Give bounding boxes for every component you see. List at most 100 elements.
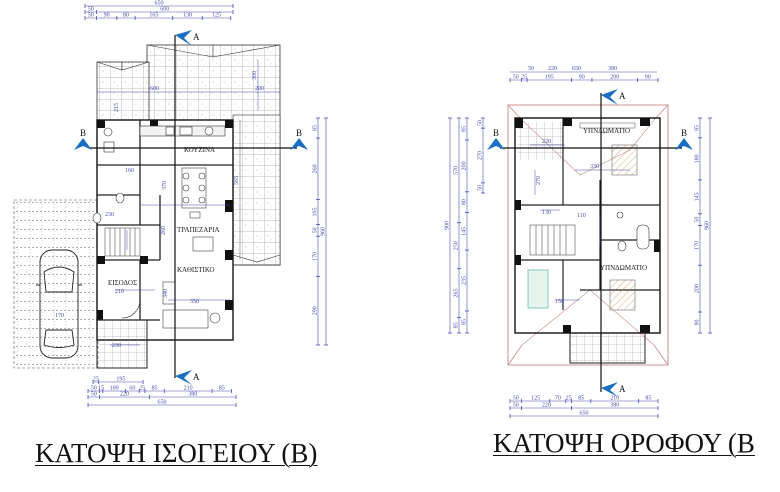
dimension-text: 380 [188, 392, 197, 398]
inner-dim: 160 [125, 168, 134, 174]
dimension-text: 50 [695, 217, 701, 223]
dimension-text: 200 [610, 75, 619, 81]
dimension-text: 85 [645, 396, 651, 402]
inner-dim: 350 [190, 299, 199, 305]
section-marker-a-top: A [601, 89, 626, 105]
inner-dim: 370 [162, 181, 168, 190]
inner-dim: 230 [112, 343, 121, 349]
dimension-text: 210 [610, 396, 619, 402]
dimension-text: 60 [129, 386, 135, 392]
dimension-text: 650 [580, 411, 589, 417]
dim-text: 380 [608, 66, 617, 72]
dimension-text: 90 [579, 75, 585, 81]
inner-dim: 270 [536, 176, 542, 185]
svg-text:A: A [193, 372, 200, 382]
dimension-text: 195 [545, 75, 554, 81]
dimension-text: 25 [566, 396, 572, 402]
dimension-text: 195 [116, 377, 125, 383]
dimension-text: 50 [513, 396, 519, 402]
dimension-text: 165 [149, 13, 158, 19]
room-label-bedroom-1: ΥΠΝΔΩΜΑΤΙΟ [583, 127, 630, 135]
inner-dim: 600 [150, 86, 159, 92]
inner-dim: 300 [252, 71, 258, 80]
entrance-porch [96, 319, 148, 369]
dimension-text: 85 [152, 386, 158, 392]
svg-text:A: A [619, 384, 626, 394]
dimension-text: 650 [155, 1, 164, 7]
room-label-bedroom-2: ΥΠΝΔΩΜΑΤΙΟ [600, 264, 647, 272]
dimension-text: 960 [321, 227, 327, 236]
dimension-text: 85 [695, 125, 701, 131]
dimension-text: 260 [313, 164, 319, 173]
section-marker-a-bottom: A [601, 382, 626, 397]
ground-floor-title: ΚΑΤΟΨΗ ΙΣΟΓΕΙΟΥ (Β) [35, 438, 318, 468]
stairs [104, 227, 141, 257]
inner-dim: 340 [163, 289, 169, 298]
dimension-text: 200 [462, 161, 468, 170]
inner-dim: 170 [55, 313, 64, 319]
svg-text:B: B [296, 128, 302, 138]
room-label-living: ΚΑΘΙΣΤΙΚΟ [177, 266, 215, 274]
svg-text:A: A [193, 32, 200, 42]
wardrobe-hatch [611, 144, 638, 176]
dim-text: 220 [548, 66, 557, 72]
dimension-text: 570 [454, 166, 460, 175]
dimension-text: 650 [158, 400, 167, 406]
dimension-text: 50 [88, 13, 94, 19]
dimension-text: 145 [695, 192, 701, 201]
dimension-text: 50 [513, 403, 519, 409]
svg-text:B: B [493, 128, 499, 138]
dimension-text: 80 [123, 13, 129, 19]
inner-dim: 150 [555, 299, 564, 305]
carport-paving [13, 199, 99, 369]
dimension-text: 15 [98, 386, 104, 392]
dimension-text: 270 [478, 151, 484, 160]
svg-text:B: B [681, 128, 687, 138]
dimension-text: 960 [705, 221, 711, 230]
dimension-text: 70 [555, 396, 561, 402]
dimension-text: 220 [120, 392, 129, 398]
dimension-text: 250 [454, 241, 460, 250]
dimension-text: 210 [184, 386, 193, 392]
dimension-text: 85 [578, 396, 584, 402]
dimension-text: 85 [219, 386, 225, 392]
inner-dim: 210 [115, 289, 124, 295]
sofa-icon [162, 236, 221, 329]
dimension-text: 85 [462, 126, 468, 132]
svg-text:B: B [80, 128, 86, 138]
dimension-text: 90 [104, 13, 110, 19]
section-marker-a-bottom: A [175, 370, 200, 385]
dimension-text: 105 [313, 207, 319, 216]
inner-dim: 260 [161, 226, 167, 235]
inner-dim: 230 [105, 212, 114, 218]
dimension-text: 125 [531, 396, 540, 402]
dim-text: 50 [528, 66, 534, 72]
section-marker-b-left: B [487, 128, 505, 150]
section-marker-a-top: A [175, 30, 200, 46]
room-label-kitchen: ΚΟΥΖΙΝΑ [184, 146, 215, 154]
dimension-text: 25 [139, 386, 145, 392]
dimension-text: 265 [454, 289, 460, 298]
dimension-text: 25 [521, 75, 527, 81]
inner-dim: 220 [542, 139, 551, 145]
dimension-text: 170 [695, 241, 701, 250]
inner-dim: 200 [255, 86, 264, 92]
dimension-text: 220 [542, 403, 551, 409]
wardrobe-hatch [609, 279, 636, 311]
section-marker-b-right: B [290, 128, 308, 150]
dimension-text: 50 [313, 227, 319, 233]
inner-dim: 110 [577, 213, 586, 219]
dimension-text: 380 [610, 403, 619, 409]
dining-table-icon [181, 167, 207, 219]
inner-dim: 130 [542, 210, 551, 216]
dimension-text: 50 [91, 386, 97, 392]
section-marker-b-left: B [74, 128, 92, 150]
ground-floor-plan: 600 200 300 215 160 370 260 340 210 230 … [13, 1, 328, 407]
dimension-text: 170 [313, 252, 319, 261]
section-marker-b-right: B [675, 128, 693, 150]
dimension-text: 235 [462, 276, 468, 285]
inner-dim: 330 [590, 164, 599, 170]
dimension-text: 85 [313, 125, 319, 131]
dim-text: 650 [572, 66, 581, 72]
